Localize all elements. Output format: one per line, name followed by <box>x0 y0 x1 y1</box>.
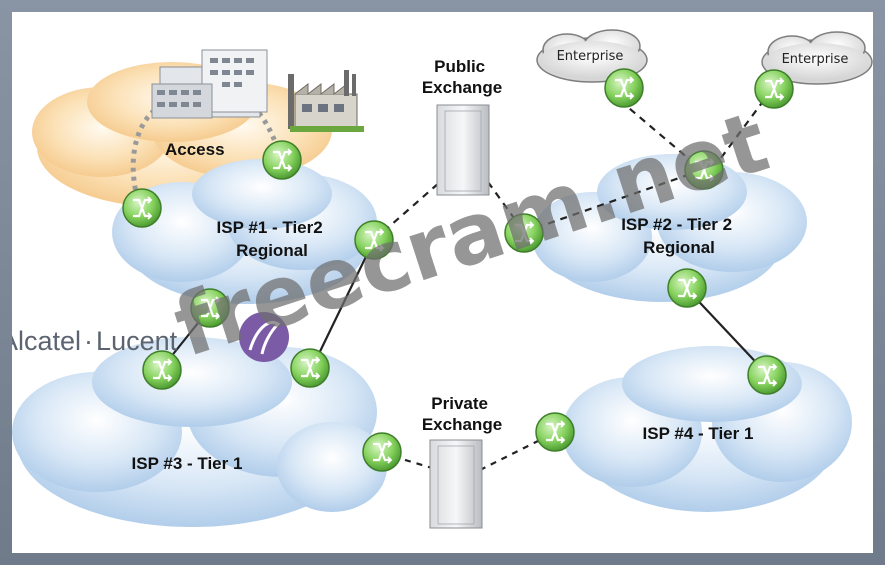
router-icon <box>534 411 576 453</box>
network-diagram: Access ISP #1 - Tier2 Regional ISP #2 - … <box>12 29 873 529</box>
enterprise-cloud-right <box>761 31 873 85</box>
isp2-cloud <box>532 154 807 302</box>
router-icon <box>753 68 795 110</box>
svg-text:Alcatel·Lucent: Alcatel·Lucent <box>12 326 178 356</box>
router-icon <box>666 267 708 309</box>
access-label: Access <box>165 140 225 159</box>
private-exchange-server-icon <box>429 439 483 529</box>
router-icon <box>603 67 645 109</box>
enterprise-label-right: Enterprise <box>782 52 849 67</box>
isp2-label: ISP #2 - Tier 2 Regional <box>621 215 737 257</box>
router-icon <box>121 187 163 229</box>
isp4-label: ISP #4 - Tier 1 <box>643 424 754 443</box>
router-icon <box>746 354 788 396</box>
isp4-cloud <box>562 346 852 512</box>
router-icon <box>141 349 183 391</box>
diagram-canvas: Access ISP #1 - Tier2 Regional ISP #2 - … <box>12 12 873 553</box>
access-links <box>130 94 283 208</box>
alcatel-lucent-logo: Alcatel·Lucent <box>12 312 289 362</box>
isp1-label: ISP #1 - Tier2 Regional <box>217 218 328 260</box>
public-exchange-label: Public Exchange <box>422 57 502 97</box>
router-icon <box>289 347 331 389</box>
factory-icon <box>288 70 364 132</box>
router-icon <box>361 431 403 473</box>
enterprise-label-left: Enterprise <box>557 49 624 64</box>
private-exchange-label: Private Exchange <box>422 394 502 434</box>
router-icon <box>261 139 303 181</box>
isp3-cloud <box>12 337 387 527</box>
isp3-label: ISP #3 - Tier 1 <box>132 454 243 473</box>
network-links <box>161 91 768 471</box>
office-building-icon <box>151 49 268 119</box>
